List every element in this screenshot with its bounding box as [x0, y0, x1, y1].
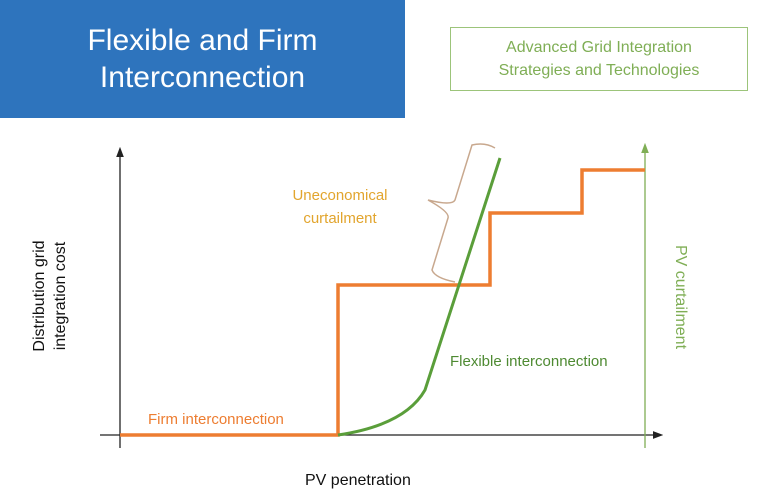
curtailment-brace	[427, 143, 496, 283]
x-axis-label: PV penetration	[305, 472, 411, 489]
y-label-line-1: Distribution grid	[31, 240, 48, 352]
y-axis-label: Distribution grid integration cost	[29, 216, 71, 376]
topic-tag: Advanced Grid Integration Strategies and…	[450, 27, 748, 91]
firm-interconnection-label: Firm interconnection	[148, 411, 284, 428]
tag-line-1: Advanced Grid Integration	[506, 39, 692, 56]
brace-label-line-1: Uneconomical	[292, 187, 388, 204]
y-label-line-2: integration cost	[52, 241, 69, 351]
brace-label-line-2: curtailment	[303, 210, 377, 227]
uneconomical-curtailment-label: Uneconomical curtailment	[290, 184, 390, 230]
firm-interconnection-line	[120, 168, 645, 437]
y2-axis-label: PV curtailment	[672, 244, 689, 350]
title-line-1: Flexible and Firm	[87, 24, 318, 57]
title-line-2: Interconnection	[99, 61, 306, 94]
tag-line-2: Strategies and Technologies	[498, 62, 700, 79]
slide-title: Flexible and Firm Interconnection	[0, 0, 405, 118]
flexible-interconnection-label: Flexible interconnection	[450, 353, 608, 370]
flexible-interconnection-curve	[337, 157, 502, 437]
